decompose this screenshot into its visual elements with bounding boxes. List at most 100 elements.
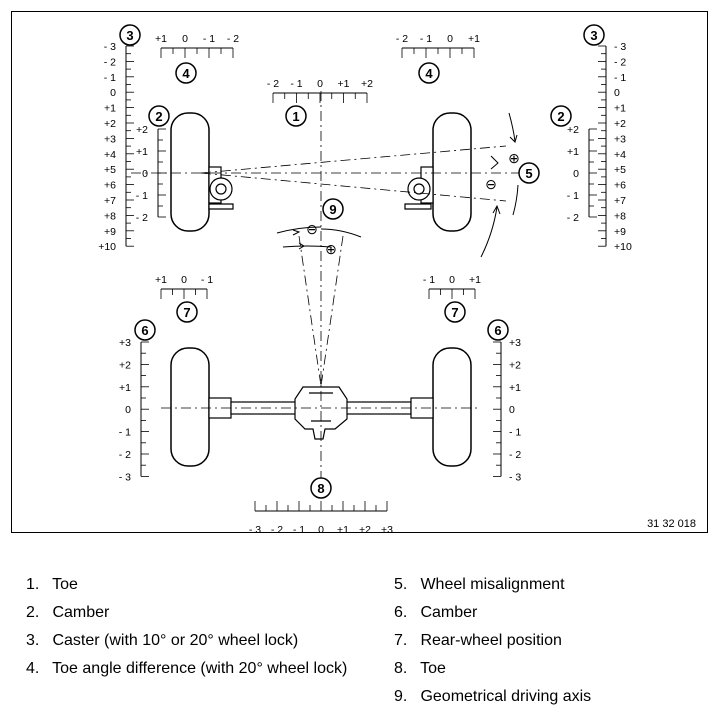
caster-right-tick-label: +6 [614, 180, 626, 192]
legend-item: 9. Geometrical driving axis [394, 688, 592, 705]
minus-symbol-axis: ⊖ [306, 221, 318, 237]
legend-item: 3. Caster (with 10° or 20° wheel lock) [26, 632, 299, 649]
caster-left-scale: - 3- 2- 10+1+2+3+4+5+6+7+8+9+10 [98, 41, 134, 253]
caster-left-tick-label: +9 [104, 226, 116, 238]
caster-left-tick-label: - 3 [104, 41, 116, 53]
legend-item: 4. Toe angle difference (with 20° wheel … [26, 660, 348, 677]
reference-lines [131, 91, 521, 496]
front-right-wheel [432, 112, 472, 232]
toe-rear-tick-label: - 1 [293, 524, 305, 534]
toe-rear-tick-label: +1 [337, 524, 349, 534]
camber-front-right-tick-label: +1 [567, 146, 579, 158]
plus-symbol-axis: ⊕ [325, 241, 337, 257]
caster-right-scale: - 3- 2- 10+1+2+3+4+5+6+7+8+9+10 [598, 41, 632, 253]
caster-left-tick-label: 0 [110, 87, 116, 99]
callout-label: 4 [182, 66, 190, 81]
camber-rear-left-tick-label: 0 [125, 404, 131, 416]
callout-label: 2 [557, 109, 564, 124]
legend-item: 6. Camber [394, 604, 478, 621]
callout-label: 2 [155, 109, 162, 124]
rear-right-tick-label: - 1 [423, 274, 435, 286]
toe-angle-right-tick-label: - 1 [420, 33, 432, 45]
camber-front-right-tick-label: - 1 [567, 190, 579, 202]
plus-symbol-right: ⊕ [508, 150, 520, 166]
camber-rear-left-tick-label: +2 [119, 359, 131, 371]
toe-angle-right-tick-label: +1 [468, 33, 480, 45]
toe-rear-tick-label: +3 [381, 524, 393, 534]
legend-item: 7. Rear-wheel position [394, 632, 562, 649]
toe-front-tick-label: 0 [317, 78, 323, 90]
rear-left-tick-label: +1 [155, 274, 167, 286]
callout-1: 1 [285, 105, 307, 127]
callout-label: 4 [425, 66, 433, 81]
caster-left-tick-label: +6 [104, 180, 116, 192]
rear-left-tick-label: - 1 [201, 274, 213, 286]
callout-3: 3 [583, 24, 605, 46]
camber-rear-right-tick-label: +1 [509, 382, 521, 394]
camber-rear-left-tick-label: - 3 [119, 471, 131, 483]
caster-right-tick-label: +2 [614, 118, 626, 130]
rear-right-scale: - 1 0 +1 [423, 274, 481, 299]
rear-right-tick-label: 0 [449, 274, 455, 286]
caster-right-tick-label: - 2 [614, 56, 626, 68]
toe-rear-tick-label: +2 [359, 524, 371, 534]
caster-left-tick-label: +3 [104, 133, 116, 145]
legend-item: 8. Toe [394, 660, 446, 677]
toe-angle-left-tick-label: +1 [155, 33, 167, 45]
camber-rear-right-tick-label: - 3 [509, 471, 521, 483]
legend-item: 1. Toe [26, 576, 78, 593]
caster-left-tick-label: +1 [104, 103, 116, 115]
minus-symbol-right: ⊖ [485, 176, 497, 192]
camber-rear-right-scale: +3+2+10- 1- 2- 3 [493, 337, 521, 483]
callout-label: 6 [494, 323, 501, 338]
callout-7: 7 [176, 301, 198, 323]
caster-left-tick-label: - 1 [104, 72, 116, 84]
callout-label: 8 [317, 481, 324, 496]
callout-4: 4 [175, 62, 197, 84]
toe-angle-left-tick-label: 0 [182, 33, 188, 45]
legend-item: 2. Camber [26, 604, 110, 621]
caster-right-tick-label: +1 [614, 103, 626, 115]
camber-rear-left-tick-label: - 2 [119, 449, 131, 461]
callout-2: 2 [550, 105, 572, 127]
callout-label: 6 [141, 323, 148, 338]
caster-left-tick-label: +4 [104, 149, 116, 161]
legend-left: 1. Toe 2. Camber 3. Caster (with 10° or … [26, 571, 347, 683]
callout-label: 5 [525, 166, 532, 181]
caster-left-tick-label: +5 [104, 164, 116, 176]
rear-left-wheel [170, 347, 210, 467]
camber-front-left-tick-label: +2 [136, 124, 148, 136]
callout-label: 7 [183, 305, 190, 320]
callout-label: 1 [292, 109, 299, 124]
caster-right-tick-label: +8 [614, 210, 626, 222]
callout-2: 2 [148, 105, 170, 127]
toe-front-tick-label: +1 [338, 78, 350, 90]
camber-front-left-scale: +2+10- 1- 2 [136, 124, 166, 224]
toe-rear-tick-label: - 2 [271, 524, 283, 534]
caster-left-tick-label: +7 [104, 195, 116, 207]
caster-right-tick-label: +4 [614, 149, 626, 161]
toe-angle-right-tick-label: 0 [447, 33, 453, 45]
camber-rear-right-tick-label: +3 [509, 337, 521, 349]
caster-right-tick-label: - 3 [614, 41, 626, 53]
callout-6: 6 [487, 319, 509, 341]
caster-right-tick-label: +5 [614, 164, 626, 176]
toe-angle-right-tick-label: - 2 [396, 33, 408, 45]
camber-front-left-tick-label: 0 [142, 168, 148, 180]
camber-rear-right-tick-label: - 1 [509, 427, 521, 439]
camber-rear-left-tick-label: +3 [119, 337, 131, 349]
camber-rear-left-tick-label: - 1 [119, 427, 131, 439]
camber-front-right-tick-label: 0 [573, 168, 579, 180]
camber-rear-left-scale: +3+2+10- 1- 2- 3 [119, 337, 149, 483]
rear-right-tick-label: +1 [469, 274, 481, 286]
caster-right-tick-label: +7 [614, 195, 626, 207]
camber-rear-right-tick-label: +2 [509, 359, 521, 371]
caster-right-tick-label: 0 [614, 87, 620, 99]
callout-4: 4 [418, 62, 440, 84]
callout-8: 8 [310, 477, 332, 499]
